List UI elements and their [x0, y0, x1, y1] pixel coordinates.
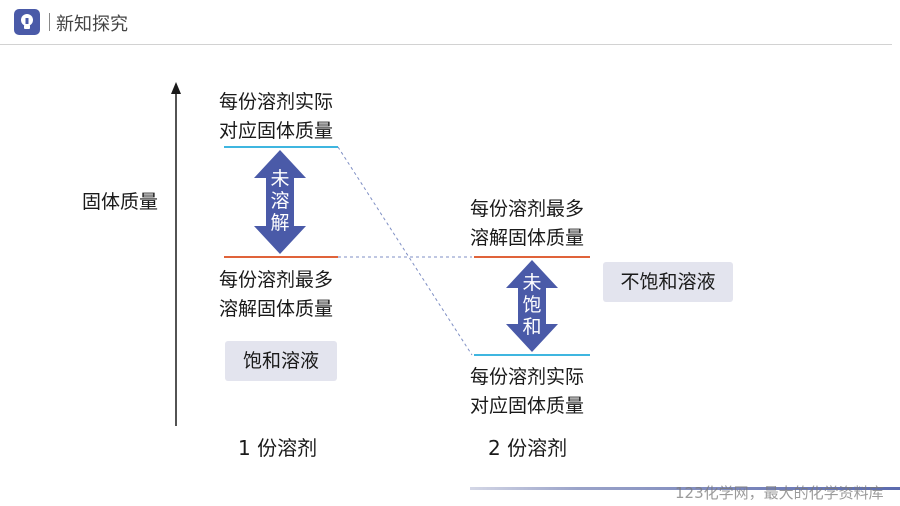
- lightbulb-icon: [14, 9, 40, 35]
- left-bottom-label-line1: 每份溶剂最多: [219, 269, 334, 291]
- right-bottom-label-line1: 每份溶剂实际: [470, 366, 585, 388]
- right-top-label-line2: 溶解固体质量: [470, 227, 585, 249]
- right-arrow-label: 未饱和: [522, 272, 542, 338]
- y-axis-label: 固体质量: [82, 191, 159, 213]
- left-arrow-label: 未溶解: [270, 168, 290, 234]
- unsaturated-solution-badge: 不饱和溶液: [603, 262, 733, 302]
- header-divider: [0, 44, 892, 45]
- left-double-arrow: [254, 150, 306, 254]
- left-top-label-line2: 对应固体质量: [219, 120, 334, 142]
- left-top-label-line1: 每份溶剂实际: [219, 91, 334, 113]
- right-double-arrow: [506, 260, 558, 352]
- header-separator: [49, 13, 50, 31]
- saturated-solution-badge: 饱和溶液: [225, 341, 337, 381]
- left-x-label: 1 份溶剂: [238, 436, 318, 460]
- dashed-connector-top: [337, 146, 473, 356]
- footer-bar: [470, 487, 900, 490]
- right-x-label: 2 份溶剂: [488, 436, 568, 460]
- right-top-label-line1: 每份溶剂最多: [470, 198, 585, 220]
- page-title: 新知探究: [56, 14, 128, 35]
- left-bottom-label-line2: 溶解固体质量: [219, 298, 334, 320]
- right-bottom-label-line2: 对应固体质量: [470, 395, 585, 417]
- y-axis-arrowhead: [171, 82, 181, 94]
- watermark-text: 123化学网，最大的化学资料库: [675, 484, 884, 502]
